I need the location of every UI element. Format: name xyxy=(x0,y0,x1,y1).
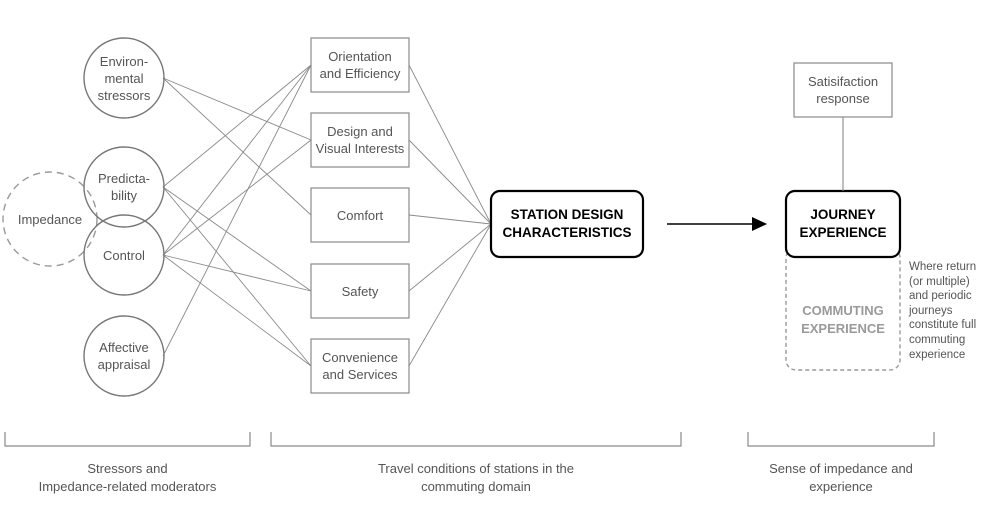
edge-lines xyxy=(162,64,492,367)
box-convenience-services: Convenience and Services xyxy=(322,350,398,382)
caption-travel-conditions: Travel conditions of stations in the com… xyxy=(377,461,575,494)
edge-ctrl-conv xyxy=(162,254,312,367)
bracket-1 xyxy=(4,432,251,447)
node-predictability: Predicta- bility xyxy=(97,171,151,203)
edge-env-comfort xyxy=(162,77,312,216)
edge-pred-safety xyxy=(162,186,312,292)
bracket-3 xyxy=(747,432,935,447)
impedance-circle xyxy=(2,171,98,267)
edge-design-station xyxy=(408,139,492,225)
caption-stressors: Stressors and Impedance-related moderato… xyxy=(38,461,217,494)
edge-conv-station xyxy=(408,223,492,367)
caption-sense-of-impedance: Sense of impedance and experience xyxy=(769,461,913,494)
edge-pred-orient xyxy=(162,64,312,188)
box-station-design-characteristics: STATION DESIGN CHARACTERISTICS xyxy=(502,207,632,240)
box-comfort: Comfort xyxy=(336,207,384,223)
edge-orient-station xyxy=(408,64,492,225)
box-orientation-efficiency: Orientation and Efficiency xyxy=(319,49,401,81)
edge-env-design xyxy=(162,77,312,141)
shapes xyxy=(2,37,935,447)
edge-aff-orient xyxy=(162,64,312,357)
bracket-2 xyxy=(270,432,682,447)
circle-env xyxy=(83,37,165,119)
arrow-head xyxy=(752,217,767,231)
box-journey-experience: JOURNEY EXPERIENCE xyxy=(799,207,887,240)
node-impedance: Impedance xyxy=(17,212,83,227)
commuting-dashed-box xyxy=(785,247,901,371)
edge-pred-conv xyxy=(162,186,312,367)
commuting-note: Where return (or multiple) and periodic … xyxy=(909,261,977,361)
edge-safety-station xyxy=(408,223,492,292)
rect-comfort xyxy=(310,187,410,243)
node-affective-appraisal: Affective appraisal xyxy=(97,340,151,372)
circle-aff xyxy=(83,315,165,397)
node-environmental-stressors: Environ- mental stressors xyxy=(97,53,151,103)
node-control: Control xyxy=(103,247,145,263)
circle-pred xyxy=(83,146,165,228)
rect-station xyxy=(489,189,645,259)
box-design-visual-interests: Design and Visual Interests xyxy=(315,124,405,156)
rect-satisfaction xyxy=(793,62,893,118)
rect-safety xyxy=(310,263,410,319)
edge-ctrl-orient xyxy=(162,64,312,256)
box-safety: Safety xyxy=(341,283,379,299)
box-satisfaction-response: Satisifaction response xyxy=(807,74,879,106)
rect-conv xyxy=(310,338,410,394)
circle-ctrl xyxy=(83,214,165,296)
label-commuting-experience: COMMUTING EXPERIENCE xyxy=(801,303,885,336)
rect-orient xyxy=(310,37,410,93)
edge-comfort-station xyxy=(408,214,492,225)
edge-ctrl-design xyxy=(162,139,312,256)
edge-ctrl-safety xyxy=(162,254,312,292)
rect-design xyxy=(310,112,410,168)
